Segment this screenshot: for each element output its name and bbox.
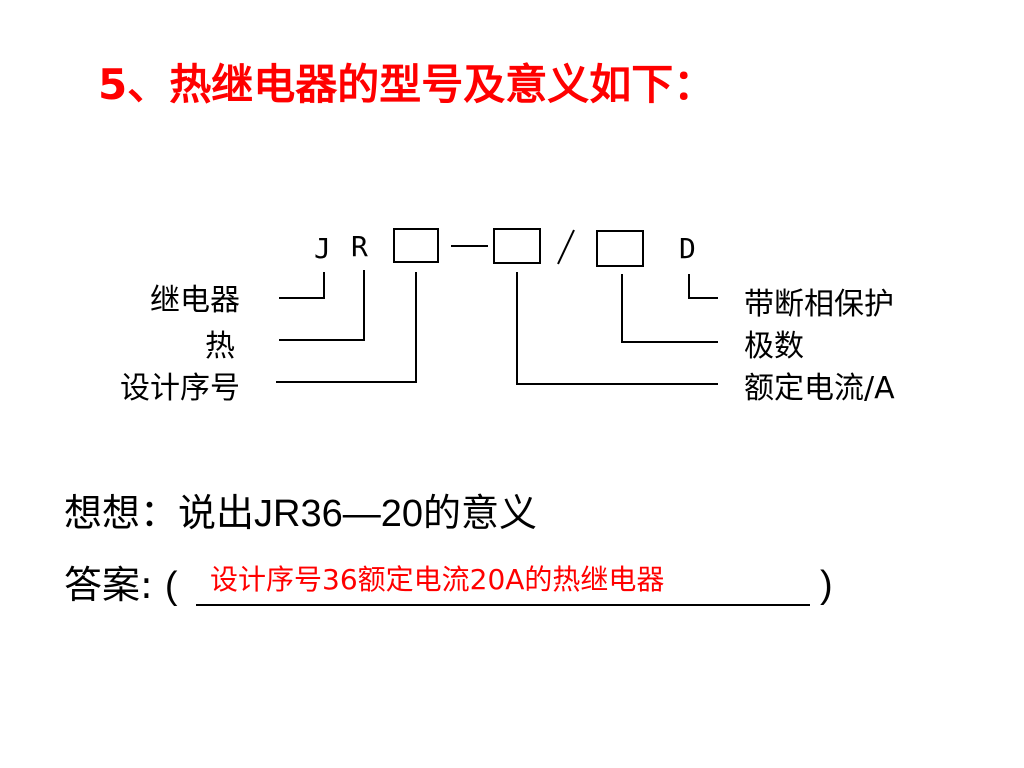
answer-line: 答案: (	[64, 566, 178, 605]
question-suffix: 的意义	[423, 491, 538, 535]
label-rated-current: 额定电流/A	[744, 371, 895, 406]
code-letter-j: J	[314, 232, 331, 265]
connector-d-phase-protect	[688, 274, 718, 299]
label-poles: 极数	[744, 329, 804, 364]
code-box-rated-current	[493, 228, 541, 264]
code-letter-d: D	[679, 232, 696, 265]
answer-label: 答案:	[64, 563, 153, 607]
connector-box2-rated-current	[516, 272, 718, 385]
connector-box1-design-no	[276, 272, 417, 383]
question-prefix: 想想：说出	[64, 491, 255, 535]
label-design-no: 设计序号	[120, 371, 240, 406]
page-title: 5、热继电器的型号及意义如下：	[98, 60, 716, 109]
code-box-design-no	[393, 228, 439, 263]
label-phase-protect: 带断相保护	[744, 287, 894, 322]
question-line: 想想：说出JR36—20的意义	[64, 494, 537, 533]
answer-close-paren: )	[820, 564, 833, 606]
connector-r-heat	[279, 270, 365, 341]
code-box-poles	[596, 230, 644, 267]
answer-open-paren: (	[164, 565, 178, 607]
answer-text: 设计序号36额定电流20A的热继电器	[210, 563, 665, 596]
connector-box3-poles	[621, 274, 718, 343]
connector-j-relay	[279, 272, 325, 299]
code-letter-r: R	[351, 230, 368, 263]
answer-blank-underline	[196, 604, 810, 606]
label-relay: 继电器	[150, 283, 240, 318]
label-heat: 热	[205, 329, 235, 364]
question-model: JR36—20	[254, 493, 423, 535]
code-slash	[557, 229, 575, 265]
